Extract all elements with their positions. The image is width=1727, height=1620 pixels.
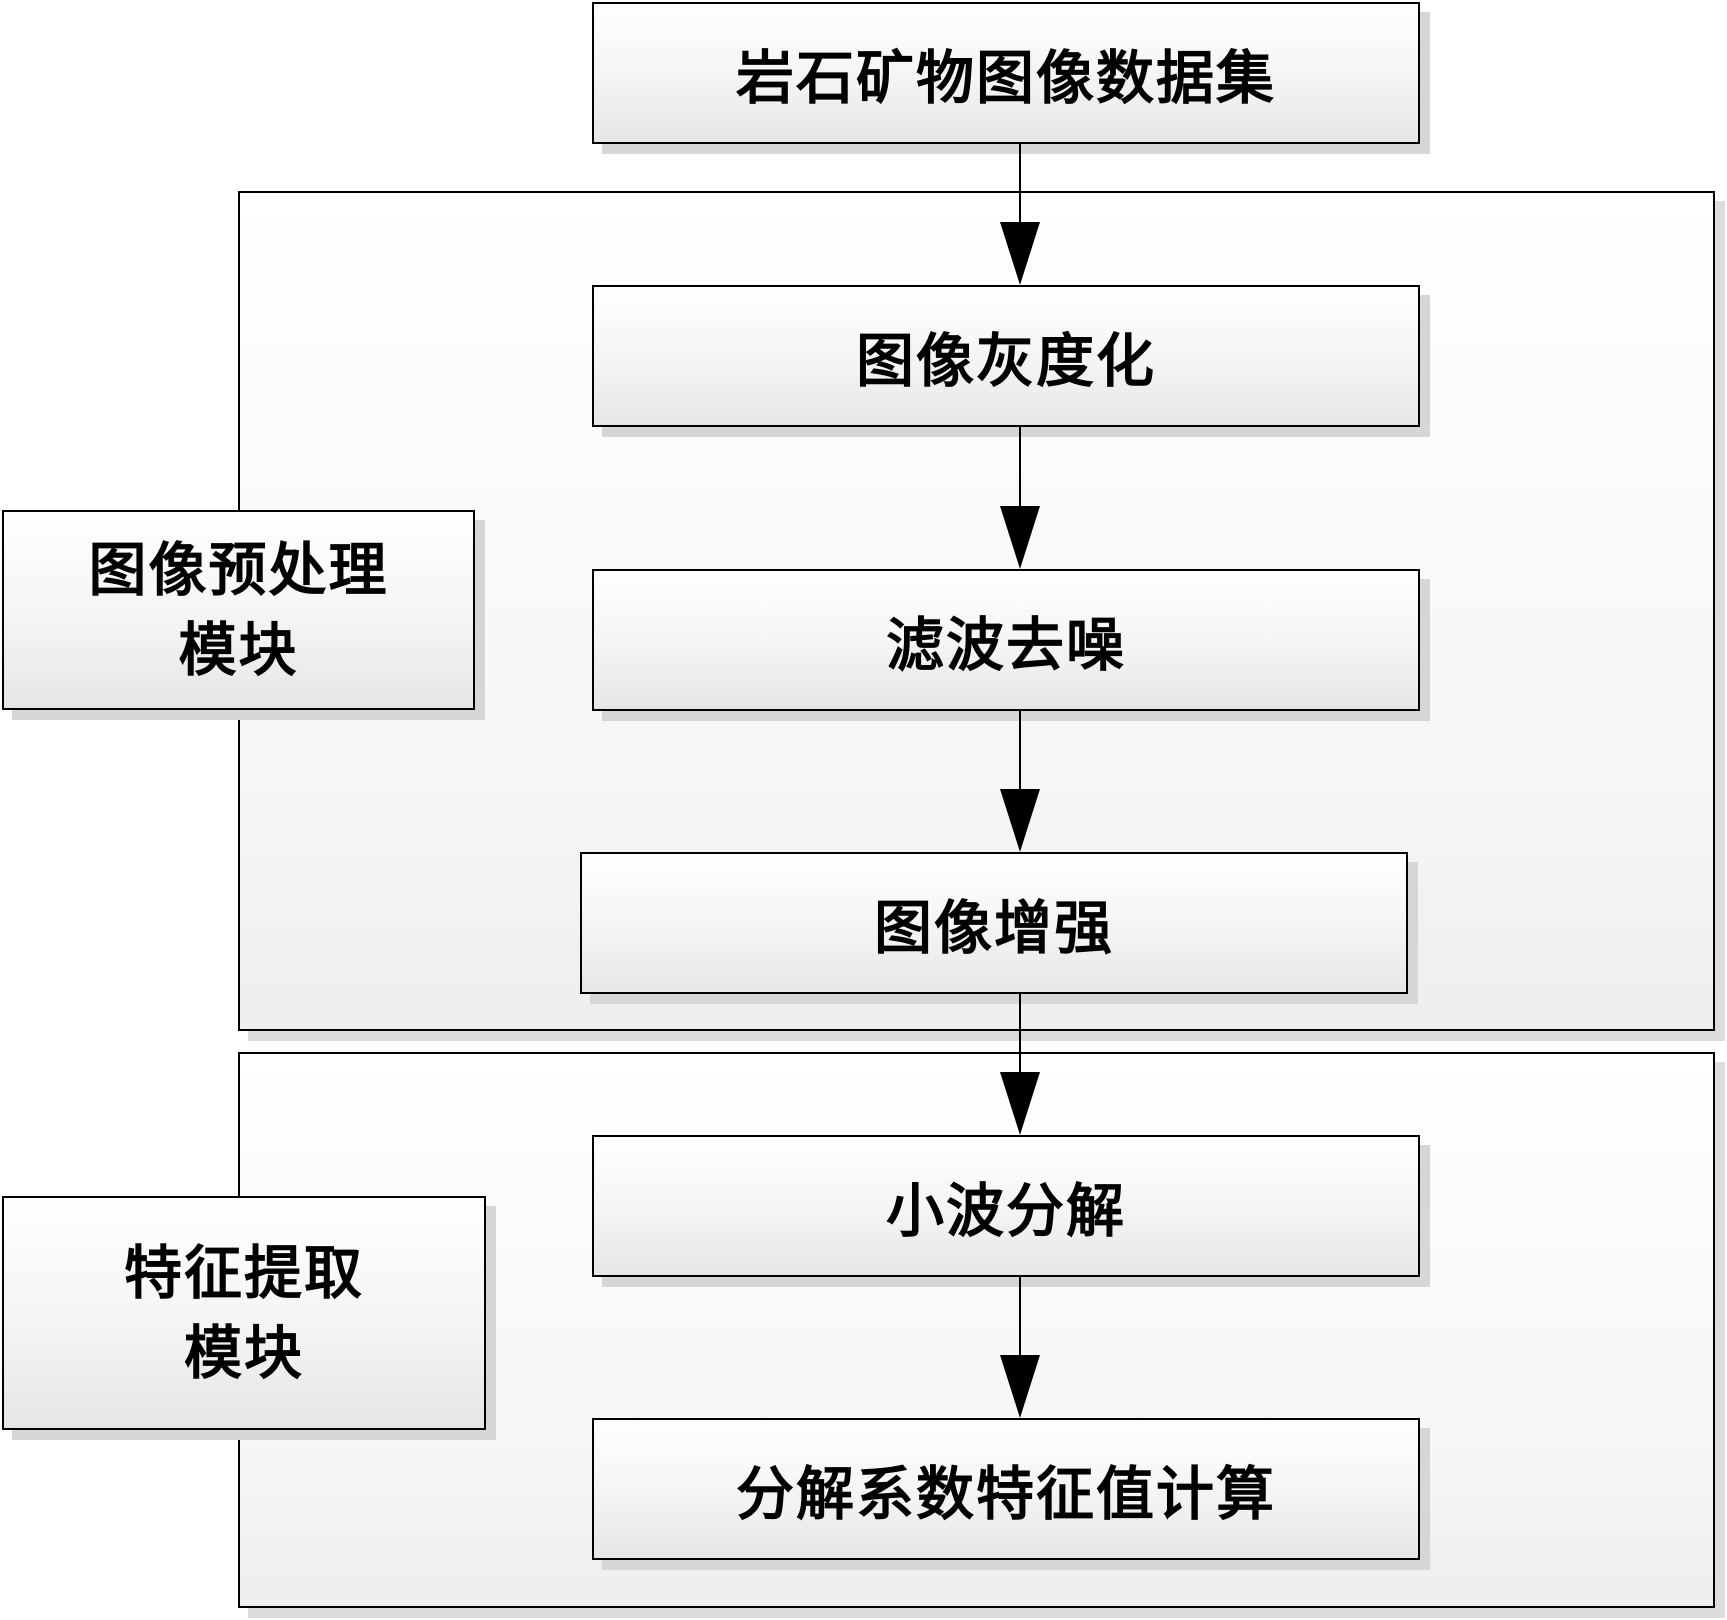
- feature-extraction-module-label-line2: 模块: [183, 1319, 304, 1387]
- enhancement-step: 图像增强: [580, 852, 1408, 994]
- arrow-grayscale-to-denoise: [1000, 427, 1040, 569]
- coefficient-feature-step: 分解系数特征值计算: [592, 1418, 1420, 1560]
- arrow-enhancement-to-wavelet: [1000, 994, 1040, 1135]
- arrow-denoise-to-enhancement: [1000, 711, 1040, 852]
- preprocessing-module-label: 图像预处理 模块: [88, 530, 388, 690]
- preprocessing-module-label-line2: 模块: [178, 616, 299, 684]
- feature-extraction-module-label-line1: 特征提取: [123, 1239, 364, 1307]
- feature-extraction-module-label: 特征提取 模块: [124, 1233, 364, 1393]
- enhancement-step-label: 图像增强: [873, 894, 1114, 962]
- arrow-wavelet-to-coefficient: [1000, 1277, 1040, 1418]
- coefficient-feature-step-label: 分解系数特征值计算: [735, 1460, 1276, 1528]
- dataset-node: 岩石矿物图像数据集: [592, 2, 1420, 144]
- preprocessing-module-label-box: 图像预处理 模块: [2, 510, 475, 710]
- wavelet-decomposition-step: 小波分解: [592, 1135, 1420, 1277]
- wavelet-decomposition-step-label: 小波分解: [885, 1177, 1126, 1245]
- grayscale-step: 图像灰度化: [592, 285, 1420, 427]
- arrow-dataset-to-grayscale: [1000, 144, 1040, 285]
- dataset-node-label: 岩石矿物图像数据集: [735, 44, 1276, 112]
- denoise-step: 滤波去噪: [592, 569, 1420, 711]
- feature-extraction-module-label-box: 特征提取 模块: [2, 1196, 486, 1430]
- preprocessing-module-label-line1: 图像预处理: [88, 536, 389, 604]
- grayscale-step-label: 图像灰度化: [855, 327, 1156, 395]
- denoise-step-label: 滤波去噪: [885, 611, 1126, 679]
